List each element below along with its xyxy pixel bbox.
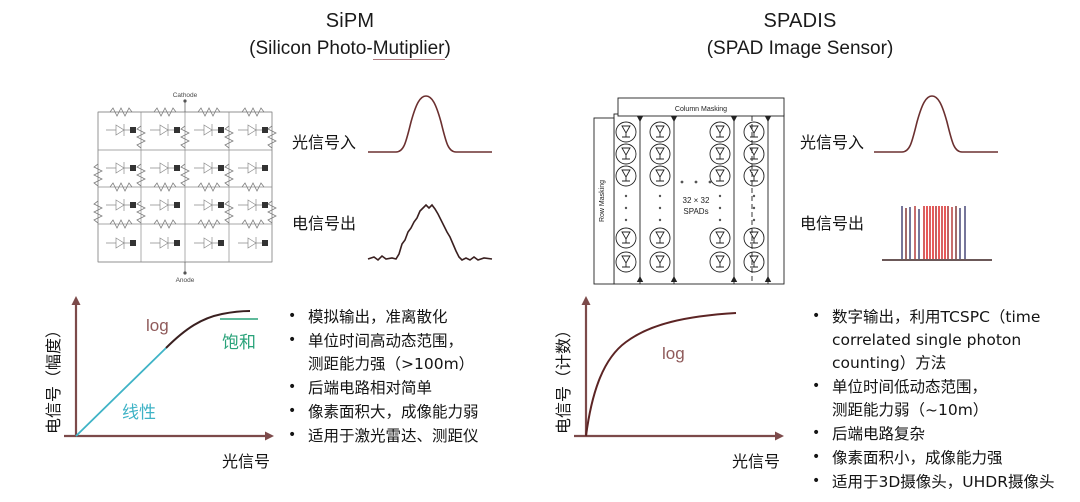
bullet-line: 适用于激光雷达、测距仪 [308,427,479,445]
left-electrical-pulse-waveform [366,196,496,268]
list-item: 像素面积大，成像能力弱 [286,400,521,424]
spadis-chip-diagram: Column Masking Row Masking 32 × 32 SPADs [582,86,790,294]
left-chart-log-tag: log [146,316,169,335]
sipm-response-chart: 电信号（幅度） 光信号 线性 log 饱和 [26,286,286,486]
list-item: 单位时间高动态范围， 测距能力强（>100m） [286,329,521,376]
bullet-line: 测距能力弱（~10m） [832,401,989,419]
spadis-chip-svg: Column Masking Row Masking 32 × 32 SPADs [593,97,785,285]
left-chart-saturation-tag: 饱和 [222,333,256,353]
list-item: 适用于3D摄像头，UHDR摄像头 [810,470,1078,494]
left-optical-pulse-waveform [366,92,496,164]
bullet-line: 单位时间高动态范围， [308,332,464,350]
left-optical-in-label: 光信号入 [292,133,357,152]
sipm-feature-list: 模拟输出，准离散化 单位时间高动态范围， 测距能力强（>100m） 后端电路相对… [286,305,521,449]
right-photon-count-waveform [872,196,1002,268]
sipm-bullet-list: 模拟输出，准离散化 单位时间高动态范围， 测距能力强（>100m） 后端电路相对… [286,305,521,448]
row-masking-label: Row Masking [599,180,606,222]
left-electrical-out-label: 电信号出 [292,214,357,233]
left-subtitle-post: ) [444,38,451,59]
left-chart-svg [64,296,274,441]
cathode-label: Cathode [173,92,198,99]
bullet-line: 后端电路复杂 [832,425,926,443]
right-optical-pulse-waveform [872,92,1002,164]
list-item: 数字输出，利用TCSPC（time correlated single phot… [810,305,1078,375]
right-optical-in-label: 光信号入 [800,133,865,152]
right-chart-svg [574,296,784,441]
bullet-line: 像素面积小，成像能力强 [832,449,1003,467]
left-chart-x-label: 光信号 [222,452,271,471]
list-item: 单位时间低动态范围， 测距能力弱（~10m） [810,375,1078,422]
right-chart-log-tag: log [662,344,685,363]
right-chart-x-label: 光信号 [732,452,781,471]
bullet-line: 测距能力强（>100m） [308,355,475,373]
sipm-circuit-svg: Cathode Anode [93,92,277,284]
left-subtitle-pre: (Silicon Photo- [249,38,373,59]
sipm-circuit-diagram: Cathode Anode [86,86,284,284]
list-item: 后端电路复杂 [810,422,1078,446]
list-item: 模拟输出，准离散化 [286,305,521,329]
bullet-line: 单位时间低动态范围， [832,378,988,396]
right-panel-title: SPADIS [763,10,837,32]
spadis-bullet-list: 数字输出，利用TCSPC（time correlated single phot… [810,305,1078,494]
right-electrical-out-label: 电信号出 [800,214,865,233]
bullet-line: 适用于3D摄像头，UHDR摄像头 [832,473,1055,491]
list-item: 适用于激光雷达、测距仪 [286,424,521,448]
bullet-line: 后端电路相对简单 [308,379,433,397]
bullet-line: 像素面积大，成像能力弱 [308,403,479,421]
bullet-line: counting）方法 [832,354,947,372]
spad-array-size-line1: 32 × 32 [683,196,710,205]
anode-label: Anode [176,277,195,284]
right-panel-subtitle: (SPAD Image Sensor) [706,38,894,59]
list-item: 后端电路相对简单 [286,376,521,400]
left-panel-subtitle: (Silicon Photo-Mutiplier) [160,36,540,61]
spad-array-size-line2: SPADs [683,207,708,216]
left-panel-title: SiPM [325,10,375,32]
bullet-line: correlated single photon [832,331,1022,349]
left-subtitle-underlined: Mutiplier [372,38,445,60]
list-item: 像素面积小，成像能力强 [810,446,1078,470]
bullet-line: 模拟输出，准离散化 [308,308,448,326]
left-chart-linear-tag: 线性 [122,403,156,423]
spadis-response-chart: 电信号（计数） 光信号 log [536,286,801,486]
bullet-line: 数字输出，利用TCSPC（time [832,308,1041,326]
spadis-feature-list: 数字输出，利用TCSPC（time correlated single phot… [810,305,1078,495]
column-masking-label: Column Masking [675,106,727,113]
